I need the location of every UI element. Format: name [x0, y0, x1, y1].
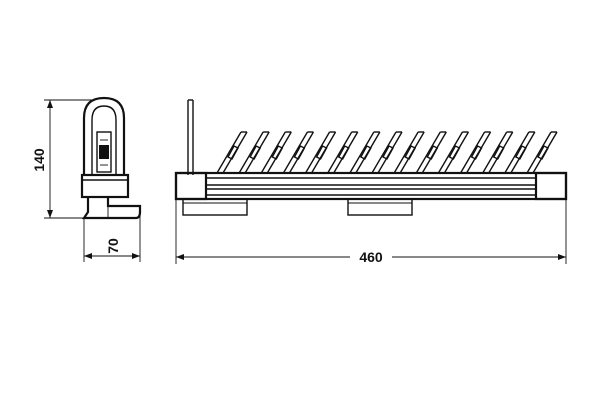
rack-prong — [526, 131, 558, 174]
rack-rails — [174, 171, 568, 201]
rack-prong — [459, 131, 492, 174]
rack-prong — [238, 131, 270, 174]
rack-feet — [182, 198, 413, 216]
rack-prong — [504, 131, 536, 174]
rack-prong — [304, 131, 337, 174]
side-view: 140 70 — [31, 96, 142, 262]
rack-prongs — [216, 131, 558, 174]
rack-prong — [437, 131, 470, 174]
side-view-loop — [82, 96, 126, 175]
depth-dimension-label: 70 — [105, 238, 121, 254]
rack-prong — [415, 131, 447, 174]
width-dimension — [175, 199, 567, 264]
height-dimension — [44, 99, 92, 219]
front-view: 460 — [174, 99, 568, 265]
width-dimension-label: 460 — [359, 249, 383, 265]
rack-prong — [349, 131, 381, 174]
depth-dimension — [83, 212, 141, 262]
rack-prong — [327, 131, 359, 174]
rack-prong — [482, 131, 514, 174]
rack-prong — [393, 131, 425, 174]
rack-prong — [282, 131, 315, 174]
rack-prong — [260, 131, 292, 174]
rack-prong — [371, 131, 403, 174]
rack-post — [187, 99, 194, 175]
side-view-base — [80, 173, 142, 220]
rack-prong — [216, 131, 248, 174]
height-dimension-label: 140 — [31, 148, 47, 172]
